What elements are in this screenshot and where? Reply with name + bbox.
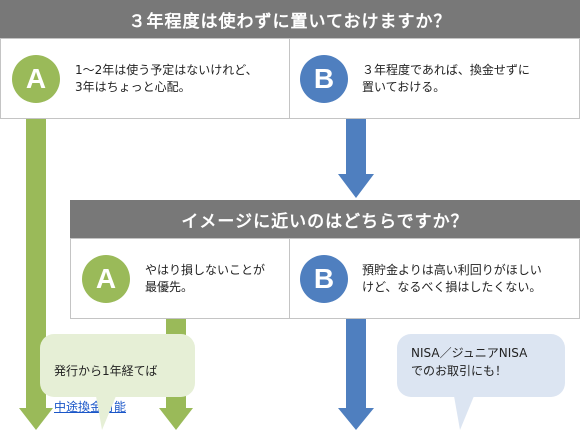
- option-a-letter: A: [95, 263, 117, 294]
- arrow-head-a2: [159, 408, 193, 430]
- question2-divider: [289, 239, 290, 318]
- question1-option-b-text: ３年程度であれば、換金せずに 置いておける。: [362, 63, 530, 94]
- option-b-circle: B: [300, 55, 348, 103]
- arrow-head-a1: [19, 408, 53, 430]
- bubble-left-tail: [96, 396, 116, 430]
- question2-title: イメージに近いのはどちらですか？: [181, 211, 469, 232]
- question2-option-a-text: やはり損しないことが 最優先。: [145, 263, 266, 294]
- question2-option-b-text: 預貯金よりは高い利回りがほしい けど、なるべく損はしたくない。: [362, 263, 542, 294]
- bubble-right-tail: [454, 396, 474, 430]
- arrow-shaft-b2: [346, 318, 366, 410]
- question2-options: A やはり損しないことが 最優先。 B 預貯金よりは高い利回りがほしい けど、な…: [70, 238, 580, 319]
- option-b-circle: B: [300, 255, 348, 303]
- question1-options: A 1～2年は使う予定はないけれど、 3年はちょっと心配。 B ３年程度であれば…: [0, 38, 580, 119]
- option-a-circle: A: [12, 55, 60, 103]
- question1-divider: [289, 39, 290, 118]
- arrow-shaft-b1: [346, 118, 366, 176]
- question1-title: ３年程度は使わずに置いておけますか？: [128, 11, 452, 32]
- question2-title-bar: イメージに近いのはどちらですか？: [70, 200, 580, 238]
- question1-title-bar: ３年程度は使わずに置いておけますか？: [0, 0, 580, 38]
- arrow-head-b1: [338, 174, 374, 198]
- arrow-head-b2: [338, 408, 374, 430]
- question1-option-a-text: 1～2年は使う予定はないけれど、 3年はちょっと心配。: [75, 63, 258, 94]
- option-a-letter: A: [25, 63, 47, 94]
- bubble-left: 発行から1年経てば 中途換金可能: [40, 334, 195, 414]
- option-b-letter: B: [313, 63, 335, 94]
- bubble-right: NISA／ジュニアNISA でのお取引にも！: [397, 334, 565, 397]
- arrow-shaft-a1: [26, 118, 46, 410]
- bubble-left-text: 発行から1年経てば: [54, 364, 158, 378]
- option-b-letter: B: [313, 263, 335, 294]
- option-a-circle: A: [82, 255, 130, 303]
